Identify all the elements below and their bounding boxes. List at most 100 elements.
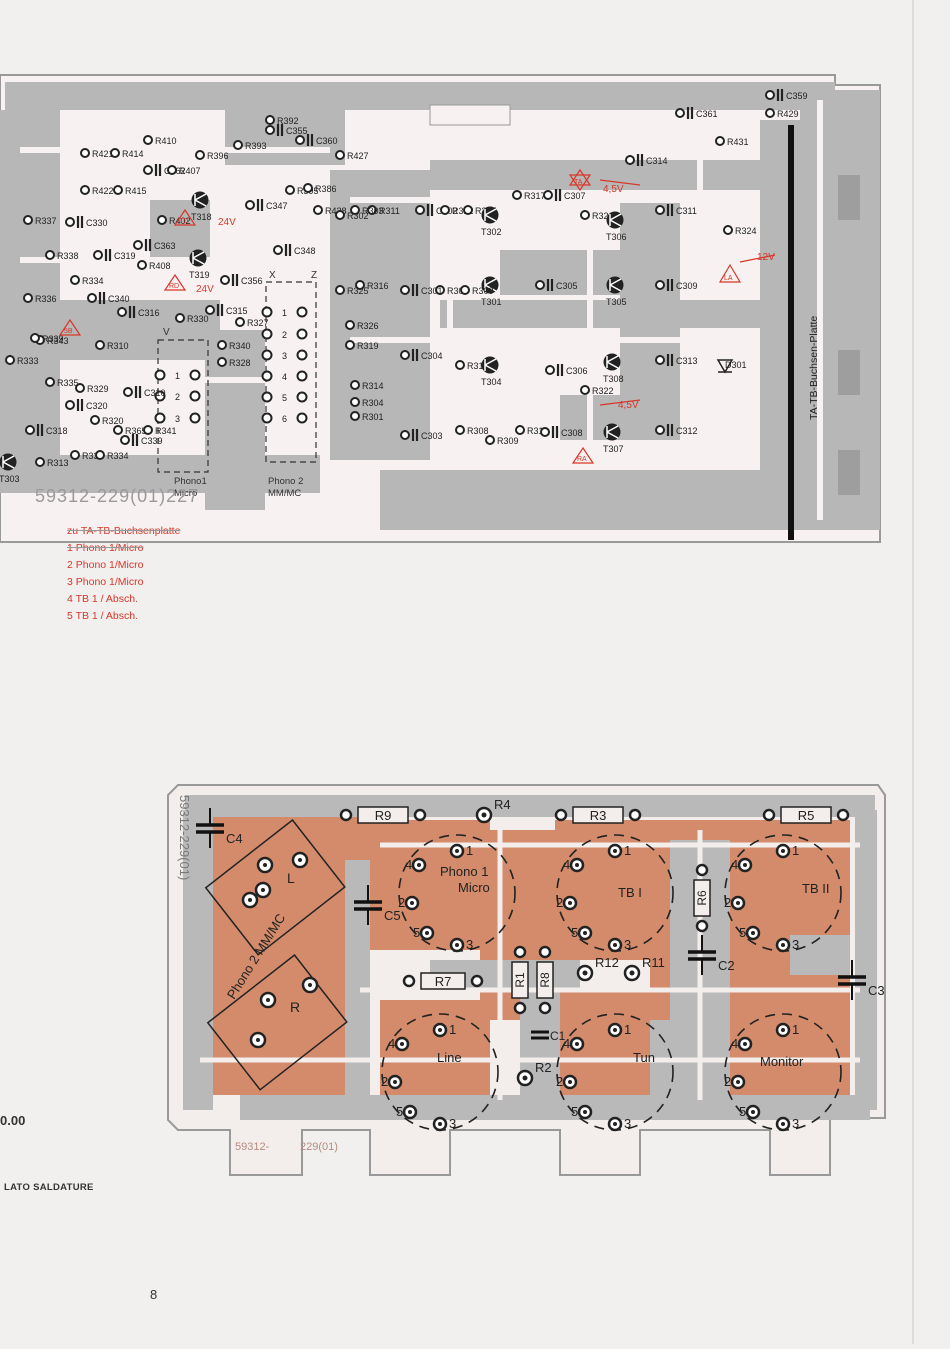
component-r5: R5 [762, 806, 850, 824]
svg-text:C361: C361 [696, 109, 718, 119]
svg-text:R3: R3 [590, 808, 607, 823]
din-pin-number: 1 [624, 843, 631, 858]
component-c301: C301 [400, 284, 443, 296]
svg-text:R386: R386 [315, 184, 337, 194]
din-pin-number: 5 [571, 1104, 578, 1119]
svg-text:R328: R328 [229, 358, 251, 368]
pin-pad [261, 349, 273, 361]
component-r2: R2 [516, 1060, 552, 1087]
din-pin-number: 3 [624, 1116, 631, 1131]
component-r333: R333 [5, 355, 39, 366]
component-r302: R302 [335, 210, 369, 221]
svg-text:R340: R340 [229, 341, 251, 351]
svg-text:R301: R301 [362, 412, 384, 422]
component-r330: R330 [175, 313, 209, 324]
svg-text:R314: R314 [362, 381, 384, 391]
din-pin-number: 1 [792, 843, 799, 858]
din-pin-number: 3 [449, 1116, 456, 1131]
label-phono2: Phono 2 [268, 476, 303, 487]
pin-pad [296, 306, 308, 318]
din-pin-number: 1 [792, 1022, 799, 1037]
component-r408: R408 [137, 260, 171, 271]
svg-text:C312: C312 [676, 426, 698, 436]
din-pin-number: 1 [449, 1022, 456, 1037]
svg-text:R11: R11 [642, 955, 665, 970]
din-pin-number: 5 [571, 925, 578, 940]
component-c304: C304 [400, 349, 443, 361]
pin-pad [154, 390, 166, 402]
svg-text:R333: R333 [17, 356, 39, 366]
svg-text:R310: R310 [107, 341, 129, 351]
marker-5b: 5B [64, 328, 73, 335]
svg-text:T305: T305 [606, 297, 627, 307]
component-c359: C359 [765, 89, 808, 101]
pin-pad [296, 328, 308, 340]
svg-text:C5: C5 [384, 908, 401, 923]
svg-text:C303: C303 [421, 431, 443, 441]
svg-text:T303: T303 [0, 474, 20, 484]
svg-text:C306: C306 [566, 366, 588, 376]
svg-text:R429: R429 [777, 109, 799, 119]
din-pin-number: 2 [381, 1074, 388, 1089]
svg-text:R2: R2 [535, 1060, 552, 1075]
svg-text:R341: R341 [155, 426, 177, 436]
voltage-label: 4,5V [618, 400, 639, 411]
component-r320: R320 [90, 415, 124, 426]
component-d301: D301 [725, 360, 747, 370]
svg-text:R415: R415 [125, 186, 147, 196]
component-r328: R328 [217, 357, 251, 368]
svg-text:R407: R407 [179, 166, 201, 176]
svg-text:R7: R7 [435, 974, 452, 989]
svg-text:C310: C310 [144, 388, 166, 398]
component-c330: C330 [65, 216, 108, 228]
pin-pad [189, 369, 201, 381]
side-label: TA-TB-Buchsen-Platte [808, 316, 820, 420]
pin-pad [189, 412, 201, 424]
svg-text:C348: C348 [294, 246, 316, 256]
component-r6: R6 [693, 863, 711, 933]
pin-pad [261, 412, 273, 424]
svg-text:T301: T301 [481, 297, 502, 307]
marker-rd: RD [169, 283, 179, 290]
component-r427: R427 [335, 150, 369, 161]
component-t304: T304 [481, 356, 502, 387]
svg-text:T319: T319 [189, 270, 210, 280]
component-c2: C2 [688, 935, 735, 975]
voltage-label: 24V [218, 217, 236, 228]
component-t302: T302 [481, 206, 502, 237]
svg-text:R309: R309 [497, 436, 519, 446]
notes-line-1: 1 Phono 1/Micro [67, 542, 144, 554]
component-t303: T303 [0, 453, 20, 484]
svg-text:C304: C304 [421, 351, 443, 361]
component-c340: C340 [87, 292, 130, 304]
svg-text:R6: R6 [695, 890, 709, 906]
svg-text:R334: R334 [82, 276, 104, 286]
component-r11: R11 [623, 955, 665, 982]
svg-text:R311: R311 [379, 206, 400, 216]
svg-text:R327: R327 [247, 318, 269, 328]
pin-number: 6 [282, 414, 287, 424]
component-r9: R9 [339, 806, 427, 824]
svg-text:R365: R365 [125, 426, 147, 436]
pin-number: 1 [282, 308, 287, 318]
component-t319: T319 [189, 249, 210, 280]
svg-text:R317: R317 [524, 191, 546, 201]
svg-text:R428: R428 [325, 206, 347, 216]
component-r329: R329 [75, 383, 109, 394]
component-r308: R308 [455, 425, 489, 436]
svg-text:Micro: Micro [458, 880, 490, 895]
svg-text:T308: T308 [603, 374, 624, 384]
component-r393: R393 [233, 140, 267, 151]
label-tb2: TB II [802, 881, 829, 896]
component-r7: R7 [402, 972, 484, 990]
pin-pad [296, 391, 308, 403]
svg-text:229(01): 229(01) [300, 1141, 338, 1153]
component-r326: R326 [345, 320, 379, 331]
component-c308: C308 [540, 426, 583, 438]
svg-text:R392: R392 [277, 116, 299, 126]
svg-text:R334: R334 [107, 451, 129, 461]
component-c348: C348 [273, 244, 316, 256]
